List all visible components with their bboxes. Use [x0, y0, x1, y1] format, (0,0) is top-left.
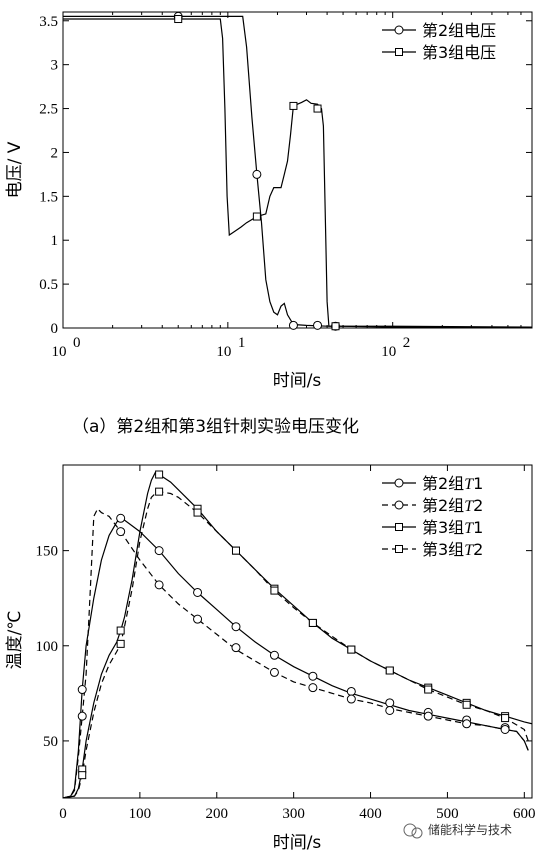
- temperature-y-tick-label: 100: [36, 639, 59, 655]
- temperature-data-point: [231, 643, 241, 653]
- temperature-data-point: [154, 580, 164, 590]
- voltage-y-tick-label: 0.5: [39, 277, 58, 293]
- temperature-x-tick-label: 0: [59, 806, 67, 822]
- temperature-data-point: [385, 705, 395, 715]
- temperature-legend-marker: [394, 478, 404, 488]
- temperature-data-point: [193, 508, 202, 517]
- temperature-legend-label: 第2组T2: [422, 496, 483, 515]
- voltage-y-tick-label: 3: [51, 58, 59, 74]
- temperature-x-tick-label: 300: [282, 806, 305, 822]
- voltage-x-tick-exponent: 0: [73, 335, 81, 351]
- voltage-legend-marker: [395, 48, 403, 56]
- temperature-data-point: [116, 626, 125, 635]
- temperature-plot-frame: [62, 464, 533, 799]
- voltage-y-tick-label: 2.5: [39, 102, 58, 118]
- temperature-data-point: [346, 694, 356, 704]
- caption-a: （a）第2组和第3组针刺实验电压变化: [72, 417, 359, 437]
- voltage-x-tick-label: 10: [216, 344, 231, 360]
- temperature-series-line-4: [63, 490, 529, 798]
- temperature-y-tick-label: 50: [43, 734, 58, 750]
- temperature-data-point: [500, 724, 510, 734]
- temperature-x-axis-title: 时间/s: [273, 833, 322, 853]
- watermark: 储能科学与技术: [403, 822, 512, 839]
- voltage-data-point: [252, 212, 261, 221]
- voltage-data-point: [331, 322, 340, 331]
- temperature-data-point: [385, 666, 394, 675]
- voltage-x-axis-title: 时间/s: [273, 371, 322, 391]
- voltage-series-line-1: [63, 15, 532, 328]
- temperature-data-point: [501, 714, 510, 723]
- voltage-x-tick-label: 10: [52, 344, 67, 360]
- voltage-y-tick-label: 2: [51, 145, 59, 161]
- voltage-series-line-2: [63, 18, 532, 328]
- voltage-x-tick-exponent: 1: [238, 335, 246, 351]
- voltage-chart: 10 0 10 1 10 2 0 0.5 1 1.5 2 2.5 3 3.5 时间/s 电压/ V 第2组…: [5, 11, 533, 391]
- temperature-data-point: [78, 771, 87, 780]
- temperature-data-point: [116, 513, 126, 523]
- voltage-y-axis-title: 电压/ V: [5, 141, 25, 198]
- voltage-data-point: [313, 104, 322, 113]
- temperature-legend: 第2组T1 第2组T2 第3组T1 第3组T2: [382, 474, 483, 559]
- temperature-data-point: [308, 683, 318, 693]
- voltage-y-tick-label: 3.5: [39, 14, 58, 30]
- temperature-data-point: [155, 487, 164, 496]
- voltage-data-point: [288, 320, 298, 330]
- voltage-x-tick-exponent: 2: [403, 335, 411, 351]
- voltage-legend-marker: [394, 25, 404, 35]
- voltage-legend-label: 第2组电压: [422, 21, 496, 40]
- temperature-data-point: [423, 711, 433, 721]
- temperature-data-point: [424, 685, 433, 694]
- temperature-legend-marker: [394, 500, 404, 510]
- temperature-data-point: [193, 614, 203, 624]
- temperature-data-point: [116, 527, 126, 537]
- voltage-data-point: [252, 169, 262, 179]
- temperature-x-tick-label: 400: [359, 806, 382, 822]
- temperature-data-point: [269, 667, 279, 677]
- temperature-data-point: [231, 622, 241, 632]
- voltage-data-point: [174, 15, 183, 24]
- voltage-x-tick-label: 10: [381, 344, 396, 360]
- temperature-legend-label: 第3组T1: [422, 518, 483, 537]
- temperature-chart: 0 100 200 300 400 500 600 50 100 150 时间/s 温度/℃ 第2…: [5, 464, 536, 853]
- voltage-y-tick-label: 1.5: [39, 189, 58, 205]
- voltage-data-point: [289, 101, 298, 110]
- temperature-data-point: [462, 719, 472, 729]
- temperature-data-point: [308, 671, 318, 681]
- temperature-legend-marker: [395, 545, 403, 553]
- temperature-legend-label: 第2组T1: [422, 474, 483, 493]
- temperature-data-point: [308, 618, 317, 627]
- temperature-data-point: [385, 698, 395, 708]
- temperature-data-point: [231, 546, 240, 555]
- temperature-legend-label: 第3组T2: [422, 540, 483, 559]
- temperature-y-tick-label: 150: [36, 544, 59, 560]
- temperature-data-point: [269, 650, 279, 660]
- temperature-x-tick-label: 100: [129, 806, 152, 822]
- voltage-y-tick-label: 0: [51, 321, 59, 337]
- temperature-x-tick-label: 600: [513, 806, 536, 822]
- temperature-data-point: [346, 686, 356, 696]
- watermark-text: 储能科学与技术: [428, 822, 512, 837]
- temperature-series-line-2: [63, 507, 529, 798]
- temperature-data-point: [270, 586, 279, 595]
- voltage-plot-frame: [62, 11, 533, 329]
- temperature-data-point: [347, 645, 356, 654]
- temperature-data-point: [154, 546, 164, 556]
- temperature-data-point: [462, 700, 471, 709]
- voltage-y-tick-label: 1: [51, 233, 59, 249]
- temperature-data-point: [77, 711, 87, 721]
- temperature-x-tick-label: 500: [436, 806, 459, 822]
- voltage-legend-label: 第3组电压: [422, 43, 496, 62]
- temperature-series-line-1: [63, 517, 529, 798]
- temperature-data-point: [77, 685, 87, 695]
- voltage-data-point: [313, 320, 323, 330]
- temperature-y-axis-title: 温度/℃: [5, 611, 25, 670]
- temperature-data-point: [193, 587, 203, 597]
- temperature-data-point: [155, 470, 164, 479]
- wechat-icon: [403, 823, 417, 837]
- temperature-x-tick-label: 200: [206, 806, 229, 822]
- temperature-legend-marker: [395, 523, 403, 531]
- temperature-data-point: [116, 639, 125, 648]
